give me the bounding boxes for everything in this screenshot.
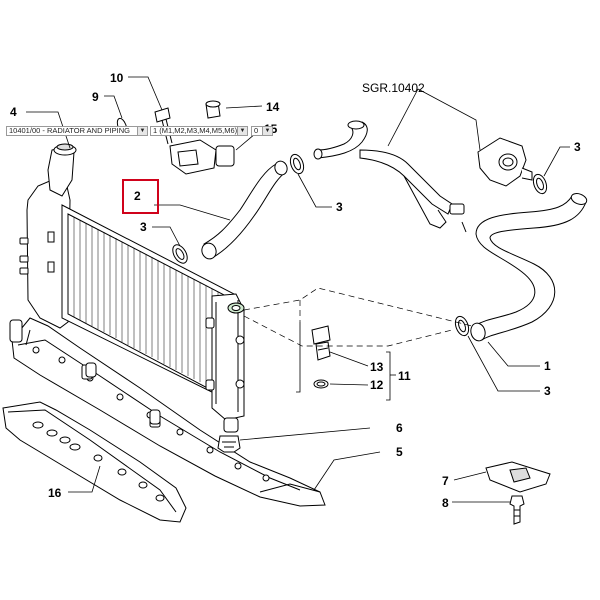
upper-hose — [201, 160, 288, 260]
clip-and-pin — [485, 461, 551, 525]
lower-plate — [2, 401, 187, 523]
sensor-and-seal — [311, 325, 331, 389]
label-3b: 3 — [336, 200, 343, 214]
chevron-down-icon: ▼ — [262, 126, 272, 135]
clamp-3c — [532, 173, 548, 195]
label-1: 1 — [544, 359, 551, 373]
label-7: 7 — [442, 474, 449, 488]
group-select[interactable]: 10401/00 - RADIATOR AND PIPING ▼ — [6, 125, 148, 136]
clamps — [172, 100, 548, 337]
dashed-lines — [243, 287, 473, 347]
clamp-3a — [172, 244, 188, 264]
lower-hose — [470, 193, 588, 342]
bracket-assembly — [116, 107, 235, 175]
highlight-box — [122, 179, 159, 214]
label-8: 8 — [442, 496, 449, 510]
label-2: 2 — [134, 189, 141, 203]
label-14: 14 — [266, 100, 280, 114]
variant-select[interactable]: 1 (M1,M2,M3,M4,M5,M6) ▼ — [150, 125, 248, 136]
label-5: 5 — [396, 445, 403, 459]
label-13: 13 — [370, 360, 384, 374]
qty-select[interactable]: 0 ▼ — [251, 125, 273, 136]
label-4: 4 — [10, 105, 17, 119]
label-sgr: SGR.10402 — [362, 81, 425, 95]
label-12: 12 — [370, 378, 384, 392]
leader-lines — [26, 76, 570, 503]
label-6: 6 — [396, 421, 403, 435]
variant-select-value: 1 (M1,M2,M3,M4,M5,M6) — [153, 125, 238, 135]
clamp-3d — [454, 315, 470, 337]
label-3c: 3 — [574, 140, 581, 154]
label-10: 10 — [110, 71, 124, 85]
label-3d: 3 — [544, 384, 551, 398]
clamp-3b — [289, 153, 305, 175]
label-11: 11 — [398, 369, 411, 383]
chevron-down-icon: ▼ — [137, 126, 147, 135]
metal-pipe-assembly — [313, 120, 533, 233]
qty-select-value: 0 — [254, 125, 259, 135]
drain-plug — [217, 435, 241, 453]
chevron-down-icon: ▼ — [237, 126, 247, 135]
radiator — [9, 143, 245, 433]
label-3a: 3 — [140, 220, 147, 234]
selector-bar: 10401/00 - RADIATOR AND PIPING ▼ 1 (M1,M… — [6, 125, 273, 136]
group-select-value: 10401/00 - RADIATOR AND PIPING — [9, 125, 131, 135]
label-16: 16 — [48, 486, 62, 500]
label-9: 9 — [92, 90, 99, 104]
